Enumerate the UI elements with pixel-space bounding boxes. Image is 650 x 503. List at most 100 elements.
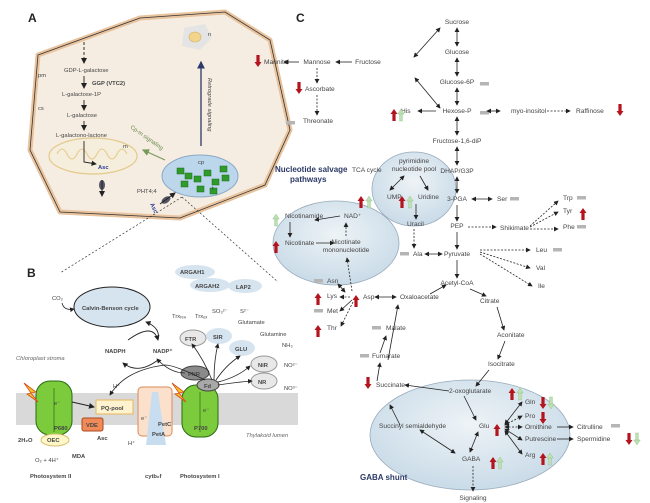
trx-red-label: Trxᵣₑₔ (172, 314, 186, 320)
nadph-label: NADPH (105, 349, 126, 355)
metabolite-hexose-p: Hexose-P (443, 108, 473, 115)
pathway-arrow (497, 340, 506, 360)
metabolite-raffinose: Raffinose (576, 108, 604, 115)
panel-a-label: A (28, 11, 37, 25)
metabolite-arg: Arg (525, 452, 536, 459)
gdp-l-galactose: GDP-L-galactose (64, 68, 108, 74)
ps2-label: Photosystem II (30, 474, 72, 480)
no-change-bar (286, 121, 295, 125)
pathway-arrow (314, 215, 341, 222)
no3-label: NO³⁻ (284, 386, 298, 392)
no-change-bar (372, 326, 381, 330)
e-label-ps2: e⁻ (54, 401, 60, 407)
h-plus-bottom: H⁺ (128, 440, 135, 447)
metabolite-signaling: Signaling (459, 495, 486, 502)
pathway-arrow (339, 299, 353, 312)
l-galactono-lactone: L-galactono-lactone (56, 133, 107, 139)
nh3-label: NH₃ (282, 343, 293, 349)
e-label-ps1: e⁻ (203, 408, 209, 414)
t-label: t (212, 186, 214, 192)
argah1-bubble (175, 265, 215, 279)
metabolite-nicotinamide: Nicotinamide (285, 213, 323, 220)
argah1-label: ARGAH1 (180, 270, 205, 276)
metabolite-3-pga: 3-PGA (447, 196, 467, 203)
asc-transport-label: Asc (148, 202, 158, 215)
nadp-label: NADP⁺ (153, 348, 173, 355)
metabolite-succinate: Succinate (376, 382, 405, 389)
pathway-arrow (389, 175, 405, 191)
metabolite-ala: Ala (413, 251, 423, 258)
nucleus (182, 24, 212, 50)
co2-label: CO₂ (52, 296, 63, 302)
lap2-label: LAP2 (236, 285, 251, 291)
peta-shape (146, 392, 166, 445)
metabolite-pyrimidine-1: pyrimidine (399, 158, 429, 165)
metabolite-phe: Phe (563, 224, 575, 231)
water-label: 2H₂O (18, 438, 33, 444)
no-change-bar (577, 225, 586, 229)
pathway-arrow (504, 430, 523, 455)
l-galactose: L-galactose (67, 113, 97, 119)
pathway-arrow (429, 284, 447, 295)
pathway-arrow (419, 175, 429, 191)
pathway-arrow (387, 304, 400, 361)
metabolite-met: Met (327, 308, 338, 315)
no-change-bar (480, 111, 489, 115)
metabolite-dhap-g3p: DHAP/G3P (440, 168, 474, 175)
metabolite-gaba: GABA (462, 456, 481, 463)
metabolite-putrescine: Putrescine (525, 436, 556, 443)
mitochondrion (48, 137, 138, 175)
no-change-bar (577, 196, 586, 200)
pathway-arrow (463, 395, 477, 421)
metabolite-acetyl-coa: Acetyl-CoA (441, 280, 475, 287)
nucleotide-salvage-bubble (272, 200, 400, 286)
pathway-arrow (475, 369, 490, 387)
pathway-arrow (340, 301, 354, 327)
metabolite-lys: Lys (327, 293, 338, 300)
metabolite-glucose-6p: Glucose-6P (440, 79, 475, 86)
e-label-cyt: e⁻ (141, 416, 147, 422)
lightning-icon-psi (171, 382, 187, 403)
argah2-bubble (190, 278, 230, 292)
pathway-arrow (337, 283, 346, 293)
metabolite-pro: Pro (525, 413, 536, 420)
pht44-transporter-icon (159, 192, 176, 205)
metabolite-val: Val (536, 265, 546, 272)
s2-label: S²⁻ (240, 309, 249, 315)
metabolite-nicotinate: Nicotinate (285, 240, 315, 247)
ftr-label: FTR (185, 337, 197, 343)
panel-a: A pm cs GDP-L-galactose GGP (VTC2) L-gal… (27, 9, 293, 283)
nr-label: NR (258, 380, 267, 386)
petc-label: PetC (158, 422, 172, 428)
gaba-shunt-title: GABA shunt (360, 473, 408, 482)
increase-arrow (579, 208, 587, 220)
pathway-arrow (379, 335, 387, 354)
so3-label: SO₃²⁻ (212, 309, 228, 315)
glutamate-label: Glutamate (238, 320, 265, 326)
o2-label: O₂ + 4H⁺ (35, 457, 59, 464)
pathway-arrow (496, 306, 506, 331)
no-change-bar (360, 354, 369, 358)
cp-label: cp (198, 160, 204, 166)
peta-label: PetA (152, 432, 166, 438)
metabolite-malate: Malate (386, 325, 406, 332)
glutamine-label: Glutamine (260, 332, 286, 338)
pathway-arrow (529, 211, 559, 228)
pathway-arrow (469, 431, 479, 453)
metabolite-glu: Glu (479, 423, 490, 430)
pathway-arrow (469, 288, 487, 297)
metabolite-his: His (401, 108, 411, 115)
metabolite-isocitrate: Isocitrate (488, 361, 515, 368)
panel-b-label: B (27, 266, 36, 280)
decrease-arrow (625, 433, 633, 445)
increase-arrow (390, 109, 398, 121)
pathway-arrow (479, 251, 531, 270)
pm-label: pm (38, 73, 46, 79)
metabolite-ser: Ser (497, 196, 508, 203)
no-change-bar (400, 252, 409, 256)
p680-label: P680 (54, 426, 68, 432)
l-galactose-1p: L-galactose-1P (62, 92, 101, 98)
sir-label: SIR (213, 335, 223, 341)
